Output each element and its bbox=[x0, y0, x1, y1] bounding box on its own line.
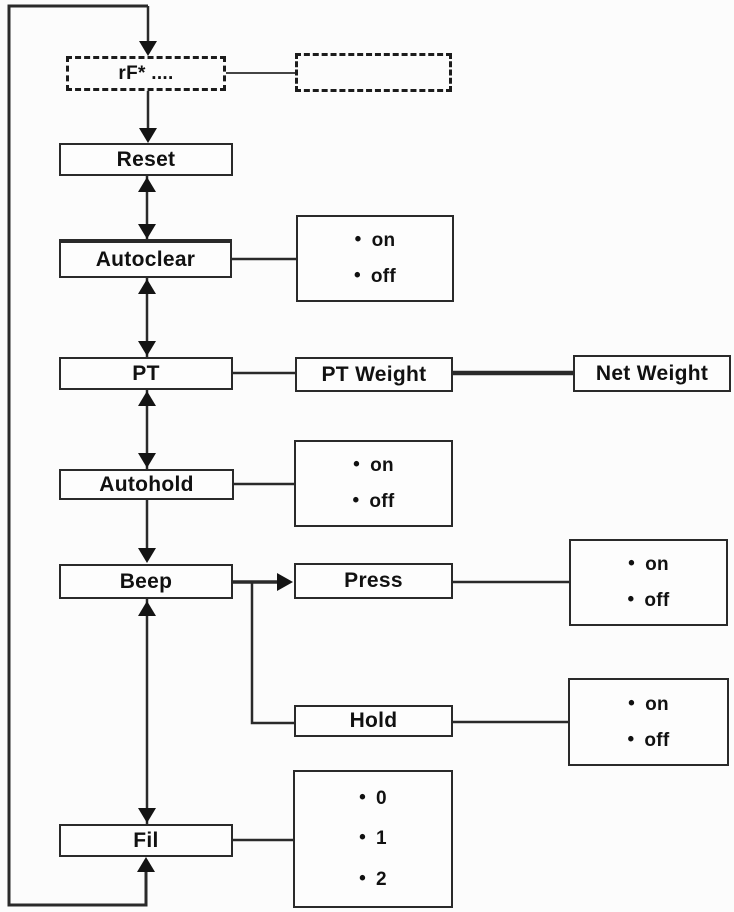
option-on-label: on bbox=[370, 455, 394, 477]
option-on: • on bbox=[628, 692, 669, 715]
option-on: • on bbox=[354, 229, 396, 252]
bullet-icon: • bbox=[359, 868, 367, 890]
bullet-icon: • bbox=[627, 728, 635, 750]
option-off-label: off bbox=[644, 729, 670, 751]
autohold-options-box: • on • off bbox=[294, 440, 453, 527]
menu-item-fil-label: Fil bbox=[133, 828, 159, 852]
menu-item-autohold: Autohold bbox=[59, 469, 234, 500]
option-off: • off bbox=[627, 588, 670, 611]
submenu-pt-weight: PT Weight bbox=[295, 357, 453, 392]
menu-item-rf-label: rF* .... bbox=[118, 62, 174, 84]
fil-options-box: • 0 • 1 • 2 bbox=[293, 770, 453, 908]
option-off: • off bbox=[352, 489, 395, 512]
menu-item-autoclear-label: Autoclear bbox=[95, 247, 196, 271]
bullet-icon: • bbox=[359, 827, 367, 849]
option-off-label: off bbox=[369, 490, 395, 512]
submenu-hold-label: Hold bbox=[349, 709, 398, 732]
menu-item-beep-label: Beep bbox=[119, 569, 173, 593]
option-1: • 1 bbox=[359, 827, 387, 850]
menu-item-autohold-label: Autohold bbox=[99, 472, 194, 496]
autoclear-options-box: • on • off bbox=[296, 215, 454, 302]
option-off-label: off bbox=[370, 265, 397, 287]
menu-item-fil: Fil bbox=[59, 824, 233, 857]
menu-item-autoclear: Autoclear bbox=[59, 239, 232, 278]
option-2: • 2 bbox=[359, 868, 387, 891]
menu-item-rf: rF* .... bbox=[66, 56, 226, 91]
option-1-label: 1 bbox=[376, 828, 387, 850]
option-off: • off bbox=[353, 264, 397, 287]
submenu-pt-weight-label: PT Weight bbox=[321, 362, 427, 386]
menu-item-beep: Beep bbox=[59, 564, 233, 599]
bullet-icon: • bbox=[359, 786, 367, 808]
bullet-icon: • bbox=[353, 264, 361, 286]
press-options-box: • on • off bbox=[569, 539, 728, 626]
menu-item-pt-label: PT bbox=[132, 361, 160, 385]
option-on-label: on bbox=[645, 693, 669, 715]
bullet-icon: • bbox=[627, 588, 635, 610]
bullet-icon: • bbox=[628, 553, 636, 575]
menu-item-reset: Reset bbox=[59, 143, 233, 176]
menu-item-pt: PT bbox=[59, 357, 233, 390]
submenu-hold: Hold bbox=[294, 705, 453, 737]
bullet-icon: • bbox=[628, 692, 636, 714]
option-2-label: 2 bbox=[376, 869, 387, 891]
bullet-icon: • bbox=[354, 229, 362, 251]
submenu-press-label: Press bbox=[344, 569, 403, 592]
option-off-label: off bbox=[644, 589, 670, 611]
submenu-net-weight: Net Weight bbox=[573, 355, 731, 392]
bullet-icon: • bbox=[352, 489, 360, 511]
option-on-label: on bbox=[645, 554, 669, 576]
option-0-label: 0 bbox=[376, 787, 387, 809]
option-0: • 0 bbox=[359, 786, 387, 809]
option-on-label: on bbox=[371, 230, 396, 252]
option-on: • on bbox=[353, 454, 394, 477]
hold-options-box: • on • off bbox=[568, 678, 729, 766]
submenu-press: Press bbox=[294, 563, 453, 599]
placeholder-box bbox=[295, 53, 452, 92]
bullet-icon: • bbox=[353, 454, 361, 476]
menu-item-reset-label: Reset bbox=[116, 147, 176, 171]
option-off: • off bbox=[627, 728, 670, 751]
submenu-net-weight-label: Net Weight bbox=[595, 361, 709, 385]
option-on: • on bbox=[628, 553, 669, 576]
